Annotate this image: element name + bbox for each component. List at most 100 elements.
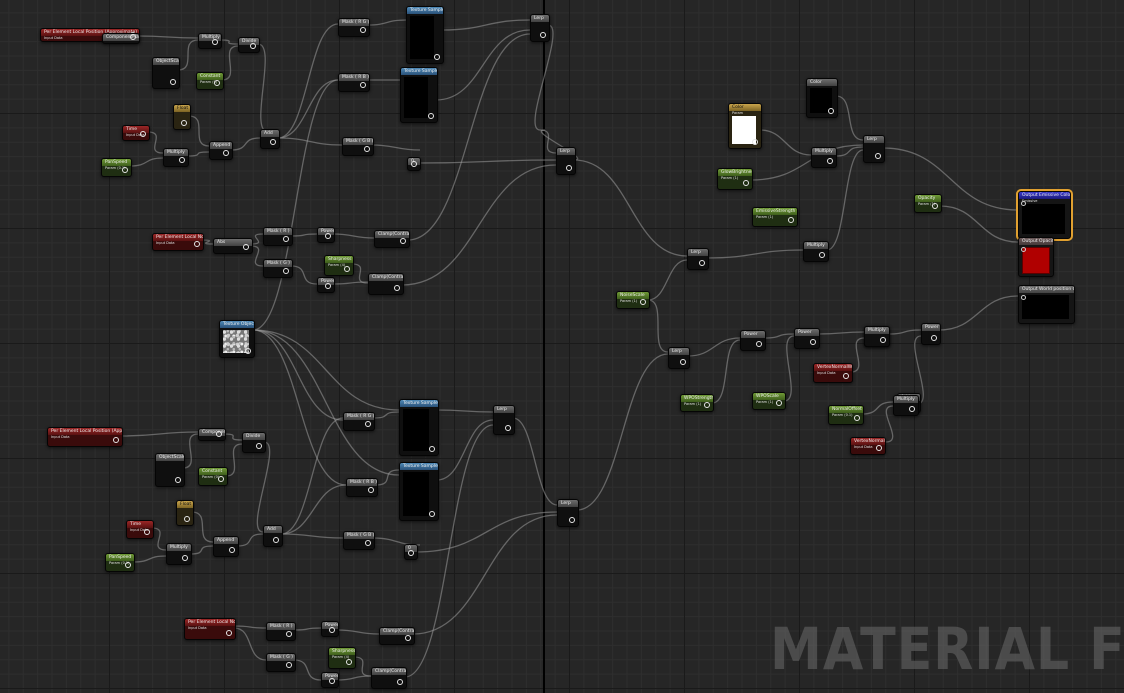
node-mask-g[interactable]: Mask ( G ) <box>263 259 293 278</box>
output-pin[interactable] <box>776 400 782 406</box>
output-pin[interactable] <box>329 627 335 633</box>
output-pin[interactable] <box>250 43 256 49</box>
output-pin[interactable] <box>130 34 136 40</box>
node-append[interactable]: Append <box>213 536 239 557</box>
node-mask-r-g[interactable]: Mask ( R G ) <box>343 412 375 431</box>
output-pin[interactable] <box>752 139 758 145</box>
output-pin[interactable] <box>566 165 572 171</box>
node-power[interactable]: Power <box>921 323 941 345</box>
output-pin[interactable] <box>932 203 938 209</box>
output-pin[interactable] <box>540 32 546 38</box>
node-power[interactable]: Power <box>794 328 820 349</box>
input-pin[interactable] <box>1021 201 1026 206</box>
output-pin[interactable] <box>880 337 886 343</box>
node-lerp[interactable]: Lerp <box>556 147 576 175</box>
node-multiply[interactable]: Multiply <box>198 33 222 49</box>
node-texture-object[interactable]: Texture Object <box>219 320 255 358</box>
output-pin[interactable] <box>680 359 686 365</box>
output-pin[interactable] <box>214 80 220 86</box>
output-pin[interactable] <box>140 131 146 137</box>
node-0[interactable]: 0 <box>407 157 421 171</box>
output-pin[interactable] <box>365 540 371 546</box>
output-pin[interactable] <box>283 236 289 242</box>
node-abs[interactable]: Abs <box>213 238 253 254</box>
node-add[interactable]: Add <box>263 525 283 547</box>
node-float[interactable]: Float <box>176 500 194 526</box>
node-multiply[interactable]: Multiply <box>811 147 837 168</box>
node-multiply[interactable]: Multiply <box>803 241 829 262</box>
node-texture-sample[interactable]: Texture Sample <box>399 462 439 521</box>
output-pin[interactable] <box>411 161 417 167</box>
output-pin[interactable] <box>181 120 187 126</box>
output-pin[interactable] <box>428 113 434 119</box>
output-pin[interactable] <box>122 167 128 173</box>
node-lerp[interactable]: Lerp <box>863 135 885 163</box>
output-pin[interactable] <box>368 487 374 493</box>
node-lerp[interactable]: Lerp <box>530 14 550 42</box>
node-mask-r[interactable]: Mask ( R ) <box>263 227 293 246</box>
output-pin[interactable] <box>810 339 816 345</box>
output-pin[interactable] <box>325 283 331 289</box>
output-pin[interactable] <box>405 635 411 641</box>
output-pin[interactable] <box>854 415 860 421</box>
output-pin[interactable] <box>569 517 575 523</box>
node-append[interactable]: Append <box>209 141 233 160</box>
output-pin[interactable] <box>245 348 251 354</box>
output-pin[interactable] <box>909 406 915 412</box>
output-pin[interactable] <box>819 252 825 258</box>
node-texture-sample[interactable]: Texture Sample <box>406 6 444 64</box>
node-multiply[interactable]: Multiply <box>163 148 189 167</box>
output-pin[interactable] <box>394 285 400 291</box>
output-pin[interactable] <box>223 150 229 156</box>
output-pin[interactable] <box>229 547 235 553</box>
output-pin[interactable] <box>184 516 190 522</box>
output-pin[interactable] <box>429 511 435 517</box>
node-divide[interactable]: Divide <box>238 37 260 53</box>
output-pin[interactable] <box>743 180 749 186</box>
node-clamp-contrast[interactable]: Clamp(Contrast) <box>368 273 404 295</box>
output-output-opacity[interactable]: Output Opacity <box>1018 237 1054 277</box>
node-multiply[interactable]: Multiply <box>893 395 919 416</box>
output-pin[interactable] <box>640 299 646 305</box>
output-pin[interactable] <box>194 241 200 247</box>
output-pin[interactable] <box>704 402 710 408</box>
output-pin[interactable] <box>182 555 188 561</box>
output-pin[interactable] <box>216 431 222 437</box>
output-pin[interactable] <box>400 238 406 244</box>
input-pin[interactable] <box>1021 247 1026 252</box>
output-pin[interactable] <box>843 373 849 379</box>
node-mask-g[interactable]: Mask ( G ) <box>266 653 296 672</box>
output-pin[interactable] <box>218 476 224 482</box>
node-add[interactable]: Add <box>260 129 280 149</box>
node-texture-sample[interactable]: Texture Sample <box>400 67 438 123</box>
node-power[interactable]: Power <box>740 330 766 351</box>
node-clamp-contrast[interactable]: Clamp(Contrast) <box>379 627 415 645</box>
node-mask-r-g[interactable]: Mask ( R G ) <box>338 18 370 37</box>
node-lerp[interactable]: Lerp <box>493 405 515 435</box>
node-power[interactable]: Power <box>321 621 339 637</box>
output-pin[interactable] <box>876 445 882 451</box>
output-pin[interactable] <box>429 446 435 452</box>
output-pin[interactable] <box>175 477 181 483</box>
output-pin[interactable] <box>505 425 511 431</box>
output-pin[interactable] <box>699 260 705 266</box>
node-0[interactable]: 0 <box>404 544 418 560</box>
output-pin[interactable] <box>283 268 289 274</box>
node-multiply[interactable]: Multiply <box>864 326 890 347</box>
output-pin[interactable] <box>113 437 119 443</box>
node-power[interactable]: Power <box>321 672 339 688</box>
output-pin[interactable] <box>875 153 881 159</box>
node-objectscale[interactable]: ObjectScale <box>155 453 185 487</box>
output-pin[interactable] <box>243 244 249 250</box>
output-pin[interactable] <box>828 108 834 114</box>
node-mask-r-b[interactable]: Mask ( R B ) <box>346 478 378 497</box>
